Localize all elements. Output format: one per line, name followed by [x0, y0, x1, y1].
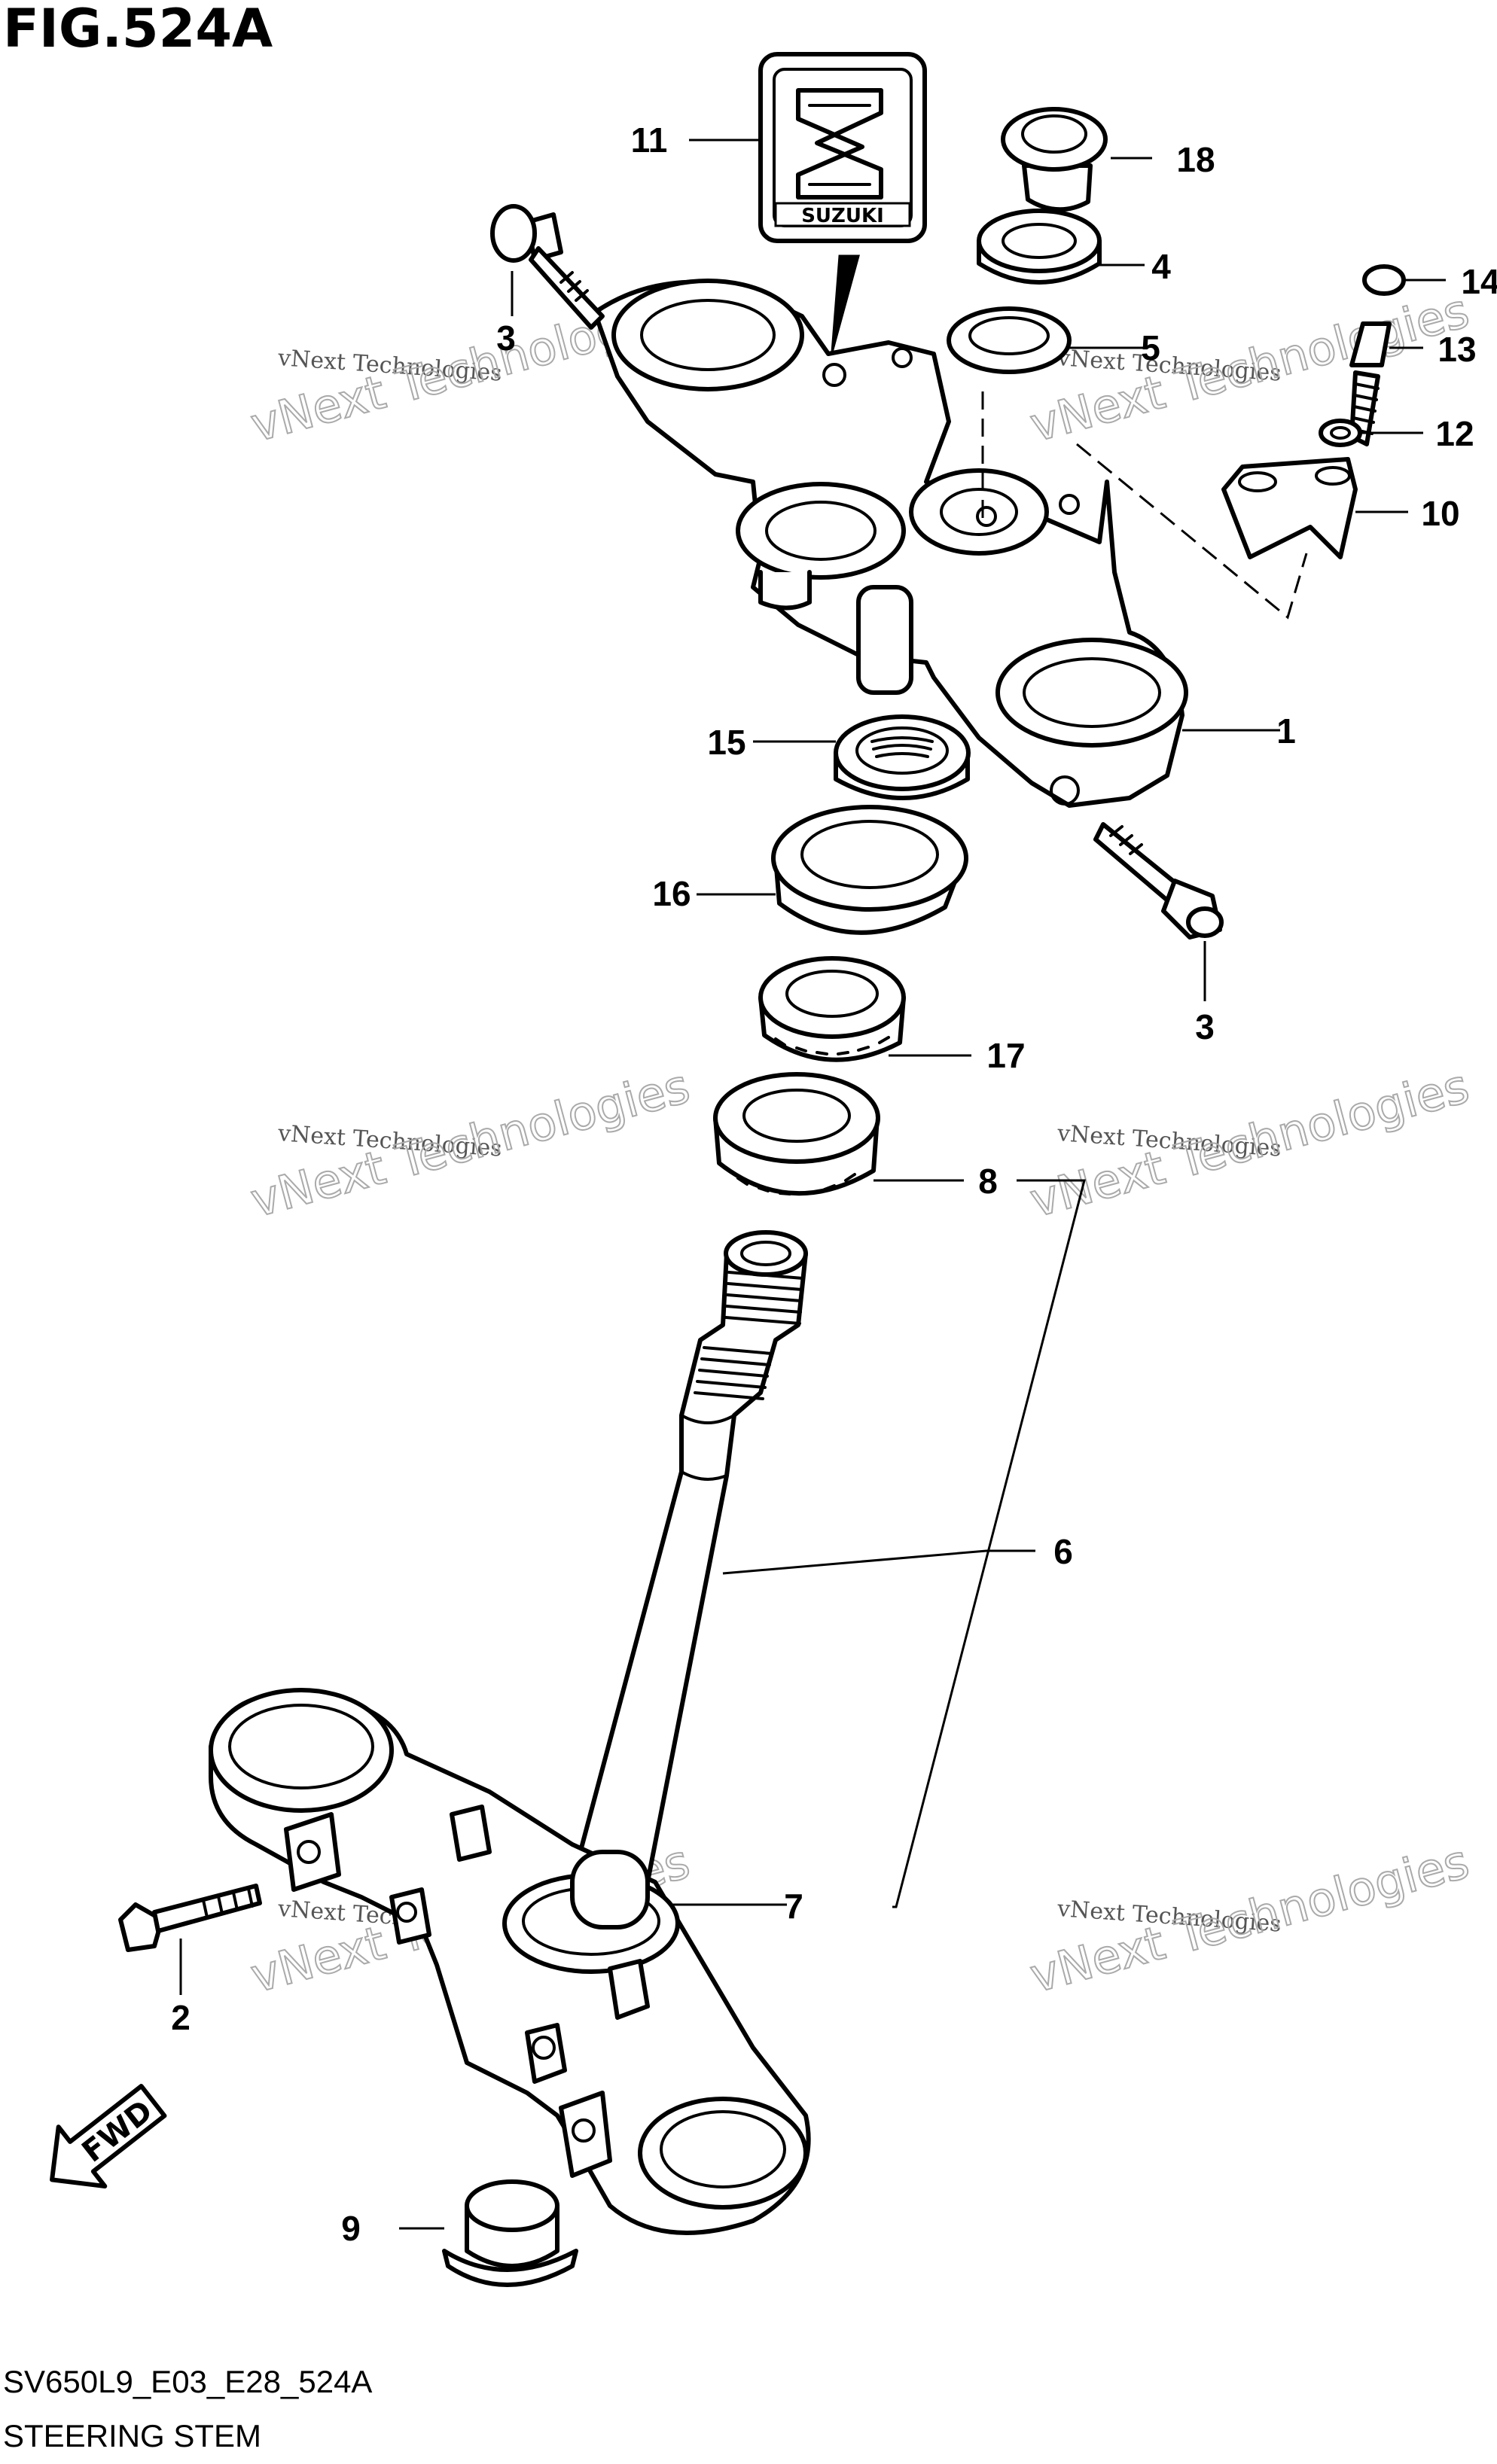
watermark-2: vNext Technologies vNext Technologies [1024, 282, 1476, 454]
callout-12: 12 [1435, 414, 1474, 453]
callout-11: 11 [631, 120, 668, 160]
watermark-6: vNext Technologies vNext Technologies [1024, 1833, 1476, 2005]
callout-7: 7 [784, 1887, 803, 1926]
part-5-washer [947, 306, 1072, 374]
callout-10: 10 [1421, 494, 1459, 533]
part-6-lower-bracket [209, 1688, 811, 2235]
callout-18: 18 [1176, 140, 1215, 179]
watermark-3: vNext Technologies vNext Technologies [245, 1058, 697, 1229]
callout-3-lower: 3 [1195, 1007, 1215, 1046]
callout-17: 17 [986, 1036, 1025, 1075]
part-12-washer [1319, 419, 1362, 447]
part-3-bolt-lower [1093, 822, 1224, 940]
callout-15: 15 [707, 723, 745, 762]
part-9-cap [442, 2179, 578, 2287]
emblem-brand-text: SUZUKI [801, 205, 884, 227]
callout-8: 8 [978, 1162, 998, 1201]
part-16-seal [771, 805, 968, 935]
part-11-emblem: SUZUKI [758, 52, 927, 353]
figure-code: SV650L9_E03_E28_524A [3, 2364, 372, 2399]
callout-2: 2 [171, 1998, 191, 2037]
callout-1: 1 [1276, 711, 1296, 751]
leader-lines [179, 139, 1446, 2230]
part-8-bearing [713, 1072, 880, 1196]
part-10-holder [1221, 457, 1358, 559]
part-18-cap-nut [1001, 107, 1108, 212]
part-4-nut [977, 209, 1102, 285]
part-15-nut [834, 714, 971, 800]
watermark-4: vNext Technologies vNext Technologies [1024, 1058, 1476, 1229]
callout-3-upper: 3 [496, 318, 516, 358]
callout-9: 9 [341, 2209, 361, 2248]
part-3-bolt-upper [490, 204, 605, 330]
part-2-bolt [118, 1884, 262, 1952]
callout-6: 6 [1053, 1532, 1073, 1571]
callout-13: 13 [1438, 330, 1476, 369]
part-17-bearing [758, 956, 906, 1062]
callout-4: 4 [1151, 247, 1171, 286]
part-14-cap [1362, 264, 1406, 296]
callout-14: 14 [1461, 262, 1497, 301]
part-1-upper-bracket [593, 279, 1188, 808]
callout-5: 5 [1141, 328, 1160, 367]
fwd-arrow-icon: FWD [50, 2084, 167, 2189]
figure-title: FIG.524A [3, 0, 273, 59]
callout-16: 16 [652, 874, 691, 913]
figure-name: STEERING STEM [3, 2418, 261, 2453]
part-6-steering-stem [570, 1230, 808, 1884]
